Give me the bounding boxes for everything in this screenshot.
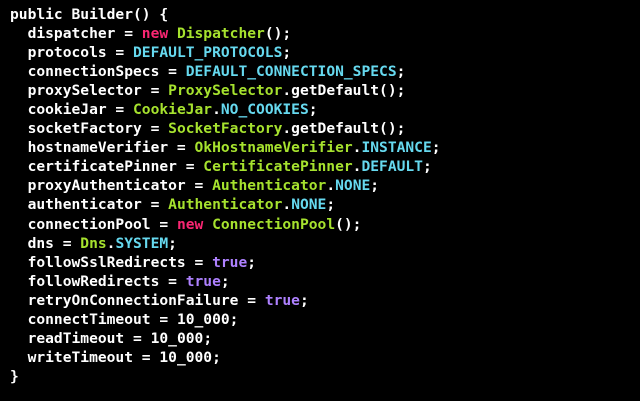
code-line: proxyAuthenticator = Authenticator.NONE;: [10, 176, 441, 195]
code-token: DEFAULT: [361, 158, 423, 176]
code-token: readTimeout =: [10, 329, 151, 347]
code-token: true: [185, 272, 221, 290]
code-token: socketFactory =: [10, 120, 169, 138]
code-line: dispatcher = new Dispatcher();: [10, 24, 441, 43]
code-token: [168, 25, 177, 42]
code-token: ;: [247, 253, 257, 271]
code-token: 10_000: [159, 348, 213, 366]
code-token: proxyAuthenticator =: [10, 177, 213, 195]
code-token: connectTimeout =: [10, 310, 177, 328]
code-line: readTimeout = 10_000;: [10, 329, 441, 348]
code-line: connectionSpecs = DEFAULT_CONNECTION_SPE…: [10, 62, 441, 81]
code-token: authenticator =: [10, 196, 169, 214]
code-line: writeTimeout = 10_000;: [10, 348, 441, 367]
code-token: true: [264, 291, 300, 309]
code-token: Dns: [80, 234, 107, 252]
code-token: ;: [212, 348, 221, 366]
code-token: ;: [220, 272, 230, 290]
code-line: proxySelector = ProxySelector.getDefault…: [10, 81, 441, 100]
code-token: protocols =: [10, 44, 134, 62]
code-token: [203, 216, 212, 233]
code-line: cookieJar = CookieJar.NO_COOKIES;: [10, 100, 441, 119]
code-token: .: [352, 158, 362, 176]
code-line: dns = Dns.SYSTEM;: [10, 234, 441, 253]
code-token: public Builder() {: [10, 6, 169, 23]
code-token: .: [326, 177, 336, 195]
code-token: NONE: [335, 177, 371, 195]
code-token: .getDefault();: [282, 82, 406, 100]
code-token: true: [212, 253, 248, 271]
code-token: 10_000: [176, 310, 230, 328]
code-token: new: [176, 215, 204, 233]
code-block[interactable]: public Builder() { dispatcher = new Disp…: [10, 5, 441, 386]
code-token: ;: [431, 139, 441, 157]
code-token: DEFAULT_CONNECTION_SPECS: [185, 63, 397, 81]
code-line: hostnameVerifier = OkHostnameVerifier.IN…: [10, 138, 441, 157]
code-token: .: [212, 101, 221, 119]
code-token: ();: [264, 25, 292, 43]
code-line: certificatePinner = CertificatePinner.DE…: [10, 157, 441, 176]
code-token: INSTANCE: [361, 139, 432, 157]
code-token: ;: [299, 291, 309, 309]
code-token: hostnameVerifier =: [10, 139, 195, 157]
code-token: ;: [396, 63, 406, 81]
code-token: ;: [308, 101, 318, 119]
code-token: .: [282, 196, 292, 214]
code-token: ;: [326, 196, 336, 214]
code-token: SYSTEM: [115, 234, 169, 252]
code-token: ;: [229, 310, 239, 328]
code-token: ();: [335, 215, 362, 233]
code-token: cookieJar =: [10, 101, 134, 119]
code-token: ;: [203, 329, 213, 347]
code-line: retryOnConnectionFailure = true;: [10, 291, 441, 310]
code-token: OkHostnameVerifier: [194, 139, 353, 157]
code-line: socketFactory = SocketFactory.getDefault…: [10, 119, 441, 138]
code-line: protocols = DEFAULT_PROTOCOLS;: [10, 43, 441, 62]
code-token: CookieJar: [133, 101, 213, 119]
code-token: SocketFactory: [168, 120, 283, 138]
code-token: proxySelector =: [10, 82, 169, 100]
code-token: NONE: [291, 196, 327, 214]
code-token: followSslRedirects =: [10, 253, 213, 271]
code-token: followRedirects =: [10, 272, 186, 290]
code-token: retryOnConnectionFailure =: [10, 291, 265, 309]
code-token: ProxySelector: [168, 82, 283, 100]
code-token: ConnectionPool: [212, 215, 336, 233]
code-token: CertificatePinner: [203, 158, 353, 176]
code-token: ;: [370, 177, 380, 195]
code-token: NO_COOKIES: [220, 101, 309, 119]
code-token: ;: [422, 158, 432, 176]
code-token: .: [352, 139, 362, 157]
code-token: connectionSpecs =: [10, 63, 186, 81]
code-token: Authenticator: [212, 177, 327, 195]
code-token: certificatePinner =: [10, 158, 204, 176]
code-token: 10_000: [150, 329, 204, 347]
code-line: connectionPool = new ConnectionPool();: [10, 215, 441, 234]
code-line: public Builder() {: [10, 5, 441, 24]
code-line: followSslRedirects = true;: [10, 253, 441, 272]
code-token: .getDefault();: [282, 120, 406, 138]
code-token: ;: [168, 234, 177, 252]
code-token: writeTimeout =: [10, 348, 160, 366]
code-token: dispatcher =: [10, 25, 142, 43]
code-token: }: [10, 367, 19, 385]
code-token: Dispatcher: [176, 25, 265, 43]
code-token: new: [141, 25, 169, 43]
code-token: dns =: [10, 234, 81, 252]
code-token: ;: [282, 44, 292, 62]
code-token: Authenticator: [168, 196, 283, 214]
code-line: connectTimeout = 10_000;: [10, 310, 441, 329]
code-token: connectionPool =: [10, 215, 177, 233]
code-token: DEFAULT_PROTOCOLS: [133, 44, 283, 62]
code-token: .: [106, 234, 116, 252]
code-line: }: [10, 367, 441, 386]
code-line: authenticator = Authenticator.NONE;: [10, 195, 441, 214]
code-line: followRedirects = true;: [10, 272, 441, 291]
